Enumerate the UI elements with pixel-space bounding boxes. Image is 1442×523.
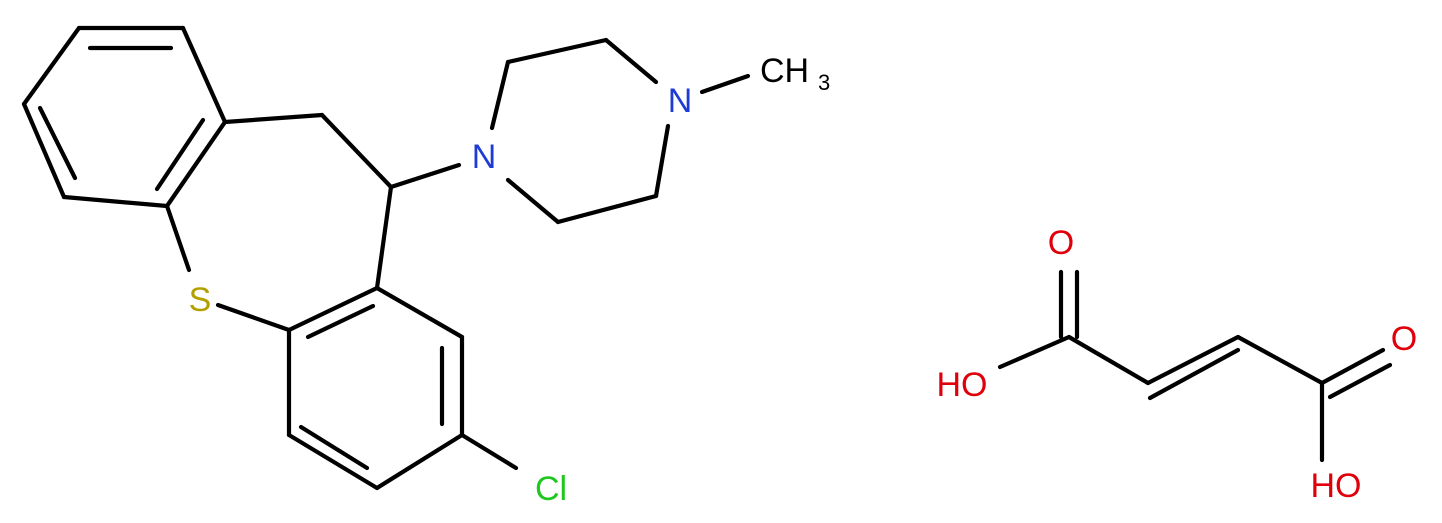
bond-line	[374, 432, 465, 491]
methyl-subscript: 3	[818, 70, 830, 95]
bond-lines	[21, 25, 1393, 491]
bond-line	[1066, 334, 1151, 386]
bond-line	[603, 37, 659, 85]
bond-line	[1327, 362, 1393, 400]
bond-line	[21, 101, 67, 200]
bond-line	[505, 177, 561, 225]
bond-line	[164, 119, 228, 209]
bond-line	[388, 162, 462, 190]
bond-line	[653, 123, 671, 199]
bond-line	[286, 285, 380, 333]
bond-line	[489, 59, 511, 131]
bond-line	[555, 193, 659, 225]
nitrogen-label-2: N	[668, 82, 693, 120]
bond-line	[459, 432, 519, 471]
bond-line	[154, 117, 206, 192]
bond-line	[699, 73, 751, 95]
bond-line	[319, 112, 394, 190]
bond-line	[164, 203, 192, 273]
bond-line	[1235, 334, 1325, 386]
oxygen-label-top: O	[1048, 224, 1074, 262]
hydroxyl-label-bottom: HO	[1311, 467, 1362, 505]
bond-line	[222, 112, 325, 125]
chlorine-label: Cl	[535, 470, 567, 508]
bond-line	[997, 334, 1072, 370]
bond-line	[37, 105, 78, 181]
nitrogen-label-1: N	[472, 138, 497, 176]
bond-line	[505, 37, 609, 65]
bond-line	[305, 303, 376, 340]
bond-line	[180, 25, 228, 125]
bond-line	[1147, 347, 1241, 401]
bond-line	[1145, 334, 1241, 386]
sulfur-label: S	[189, 281, 212, 319]
methyl-label: CH	[760, 52, 809, 90]
bond-line	[298, 424, 370, 471]
bond-line	[61, 194, 170, 209]
bond-line	[215, 302, 292, 333]
bond-line	[21, 25, 82, 107]
bond-line	[286, 432, 380, 491]
bond-line	[374, 184, 394, 291]
bond-line	[1319, 347, 1386, 386]
hydroxyl-label-left: HO	[937, 366, 988, 404]
bond-line	[374, 285, 465, 340]
oxygen-label-right: O	[1391, 320, 1417, 358]
